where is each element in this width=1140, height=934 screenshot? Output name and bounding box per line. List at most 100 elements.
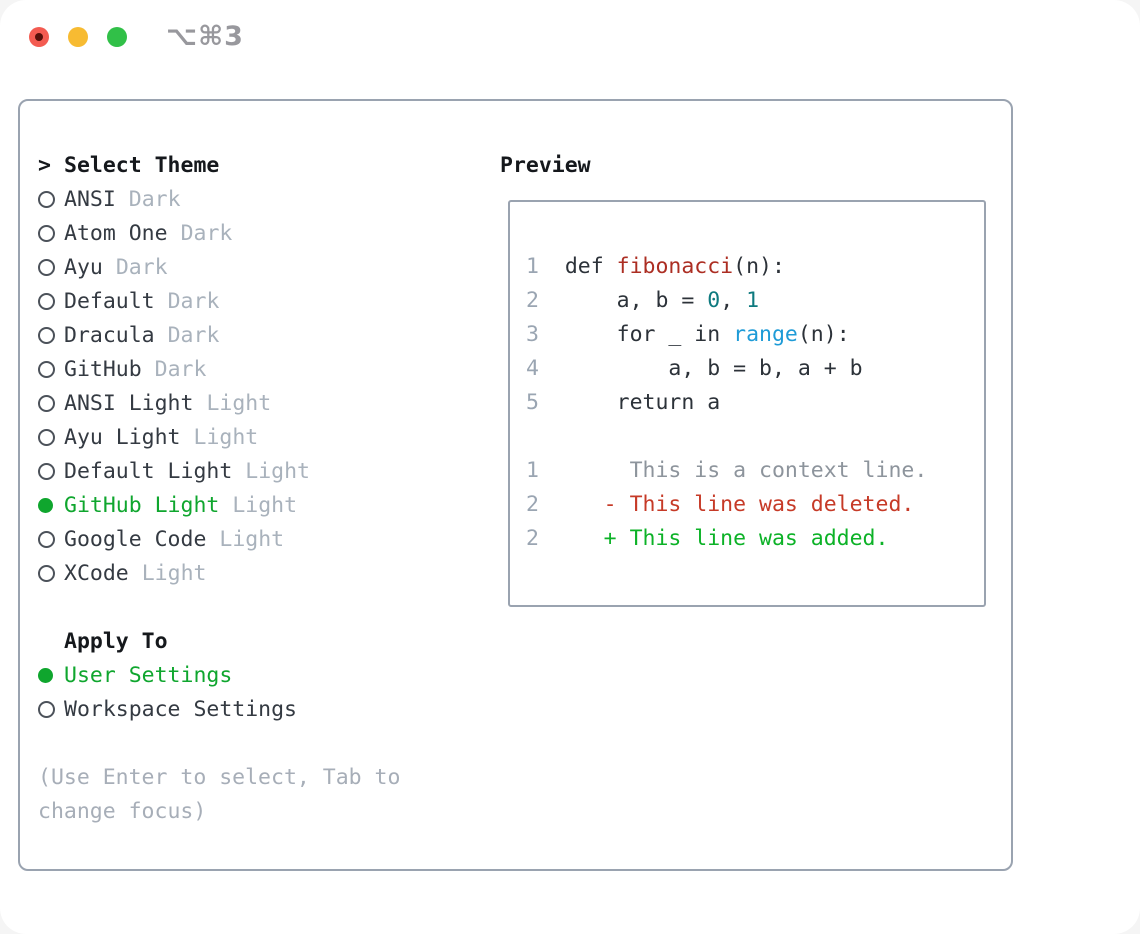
token-lineno: 2 <box>526 526 565 551</box>
token-lineno: 5 <box>526 390 565 415</box>
theme-option-label: XCode <box>64 560 129 586</box>
radio-selected-icon <box>38 497 64 513</box>
selection-cursor: > <box>38 153 64 178</box>
theme-option-label: Atom One <box>64 220 168 246</box>
token-func: fibonacci <box>616 254 734 279</box>
radio-icon <box>38 428 64 446</box>
apply-target-option[interactable]: User Settings <box>38 658 297 692</box>
titlebar: ⌥⌘3 <box>0 0 1140 70</box>
theme-option[interactable]: Google Code Light <box>38 522 310 556</box>
theme-variant-label: Light <box>193 424 259 450</box>
theme-list-title-row: > Select Theme <box>38 148 310 182</box>
theme-option-label: GitHub Light <box>64 492 220 518</box>
radio-circle-icon <box>38 394 55 412</box>
minimize-button-icon[interactable] <box>68 27 88 47</box>
theme-variant-label: Light <box>219 526 285 552</box>
apply-section-title: Apply To <box>64 628 168 654</box>
theme-option[interactable]: Default Light Light <box>38 454 310 488</box>
radio-icon <box>38 530 64 548</box>
radio-circle-icon <box>38 497 53 513</box>
theme-variant-label: Light <box>232 492 298 518</box>
theme-option[interactable]: Dracula Dark <box>38 318 310 352</box>
code-line <box>526 420 927 454</box>
token-lineno: 2 <box>526 288 565 313</box>
token-plain: (n): <box>797 322 850 347</box>
token-num: 0 <box>707 288 721 313</box>
radio-circle-icon <box>38 360 55 378</box>
window-shortcut-label: ⌥⌘3 <box>166 21 244 52</box>
apply-title-row: Apply To <box>38 624 297 658</box>
theme-variant-label: Dark <box>128 186 181 212</box>
code-line: 3 for _ in range(n): <box>526 318 927 352</box>
token-plain: a, b = b, a + b <box>564 356 863 381</box>
token-plain: a, b = <box>564 288 708 313</box>
token-lineno: 2 <box>526 492 565 517</box>
theme-option[interactable]: GitHub Light Light <box>38 488 310 522</box>
radio-selected-icon <box>38 667 64 683</box>
token-num: 1 <box>746 288 760 313</box>
close-button-icon[interactable] <box>29 27 49 47</box>
radio-circle-icon <box>38 462 55 480</box>
radio-icon <box>38 326 64 344</box>
theme-variant-label: Light <box>206 390 272 416</box>
hint-line-2: change focus) <box>38 798 207 824</box>
radio-icon <box>38 292 64 310</box>
radio-icon <box>38 360 64 378</box>
apply-target-option[interactable]: Workspace Settings <box>38 692 297 726</box>
code-line: 1 def fibonacci(n): <box>526 250 927 284</box>
code-line: 2 a, b = 0, 1 <box>526 284 927 318</box>
code-line: 5 return a <box>526 386 927 420</box>
cursor-icon: > <box>38 152 51 178</box>
token-deleted: - This line was deleted. <box>564 492 915 517</box>
radio-circle-icon <box>38 530 55 548</box>
token-context: This is a context line. <box>564 458 928 483</box>
token-builtin: range <box>733 322 798 347</box>
theme-variant-label: Dark <box>115 254 168 280</box>
theme-option-label: Ayu Light <box>64 424 181 450</box>
code-line: 2 + This line was added. <box>526 522 927 556</box>
apply-target-option-label: Workspace Settings <box>64 696 297 722</box>
theme-option-label: Default Light <box>64 458 233 484</box>
code-line: 1 This is a context line. <box>526 454 927 488</box>
token-plain: def <box>564 254 617 279</box>
theme-variant-label: Dark <box>167 322 220 348</box>
token-plain: (n): <box>733 254 785 279</box>
radio-icon <box>38 258 64 276</box>
theme-variant-label: Dark <box>180 220 233 246</box>
radio-icon <box>38 224 64 242</box>
theme-option[interactable]: Ayu Dark <box>38 250 310 284</box>
theme-option-label: Dracula <box>64 322 155 348</box>
theme-option-label: Ayu <box>64 254 103 280</box>
theme-variant-label: Dark <box>167 288 220 314</box>
radio-circle-icon <box>38 428 55 446</box>
radio-circle-icon <box>38 258 55 276</box>
radio-circle-icon <box>38 326 55 344</box>
theme-option-label: GitHub <box>64 356 142 382</box>
theme-option[interactable]: GitHub Dark <box>38 352 310 386</box>
preview-title: Preview <box>500 152 591 178</box>
theme-option[interactable]: Default Dark <box>38 284 310 318</box>
radio-circle-icon <box>38 190 55 208</box>
theme-option[interactable]: Ayu Light Light <box>38 420 310 454</box>
radio-icon <box>38 564 64 582</box>
theme-variant-label: Light <box>245 458 311 484</box>
theme-option[interactable]: ANSI Light Light <box>38 386 310 420</box>
token-added: + This line was added. <box>564 526 889 551</box>
code-line: 2 - This line was deleted. <box>526 488 927 522</box>
theme-option[interactable]: Atom One Dark <box>38 216 310 250</box>
code-line: 4 a, b = b, a + b <box>526 352 927 386</box>
hint-line-1: (Use Enter to select, Tab to <box>38 764 401 790</box>
theme-option-label: ANSI Light <box>64 390 194 416</box>
theme-option-label: Default <box>64 288 155 314</box>
zoom-button-icon[interactable] <box>107 27 127 47</box>
token-plain: , <box>720 288 747 313</box>
theme-option-label: Google Code <box>64 526 207 552</box>
theme-variant-label: Dark <box>154 356 207 382</box>
